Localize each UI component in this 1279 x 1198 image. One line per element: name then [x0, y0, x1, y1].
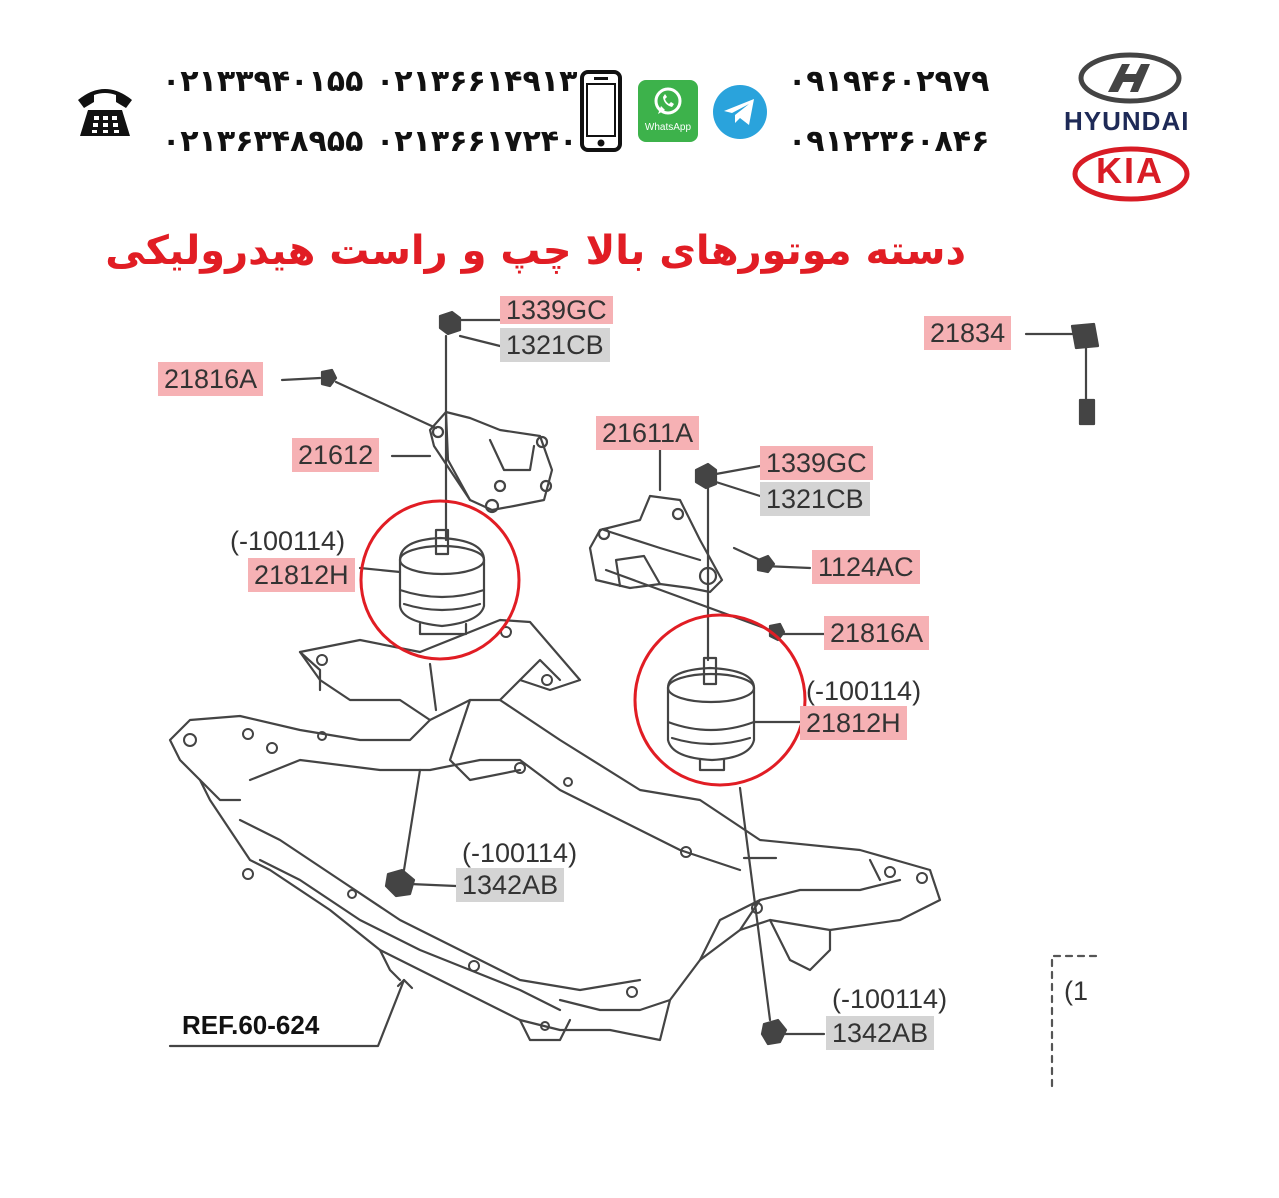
- label-1342ab-left: 1342AB: [456, 868, 565, 902]
- header: ۰۲۱۳۳۹۴۰۱۵۵ ۰۲۱۳۶۶۱۴۹۱۳ ۰۲۱۳۶۳۴۸۹۵۵ ۰۲۱۳…: [0, 0, 1279, 210]
- label-21611a: 21611A: [596, 416, 700, 450]
- fasteners: [320, 310, 1100, 1046]
- page-title: دسته موتورهای بالا چپ و راست هیدرولیکی: [105, 228, 966, 274]
- highlight-circle-left: [359, 499, 521, 661]
- label-100114-right: (-100114): [806, 676, 922, 706]
- hyundai-brand-text: HYUNDAI: [1064, 106, 1190, 136]
- label-100114-bottom-right: (-100114): [832, 984, 948, 1014]
- label-100114-left: (-100114): [230, 526, 346, 556]
- kia-brand-text: KIA: [1096, 150, 1164, 191]
- phone-landline-1[interactable]: ۰۲۱۳۳۹۴۰۱۵۵: [162, 64, 364, 99]
- ref-label: REF.60-624: [182, 1010, 320, 1040]
- mobile-phone-icon: [580, 70, 622, 152]
- label-1339gc-top: 1339GC: [500, 296, 613, 324]
- label-1339gc-right: 1339GC: [760, 446, 873, 480]
- phone-landline-3[interactable]: ۰۲۱۳۶۳۴۸۹۵۵: [162, 124, 364, 159]
- whatsapp-icon[interactable]: WhatsApp: [638, 80, 698, 142]
- mount-right: [666, 656, 756, 772]
- label-1124ac: 1124AC: [812, 550, 920, 584]
- whatsapp-label: WhatsApp: [644, 122, 692, 133]
- label-1321cb-right: 1321CB: [760, 482, 870, 516]
- label-21612: 21612: [292, 438, 380, 472]
- label-100114-bottom-left: (-100114): [462, 838, 578, 868]
- leader-lines: [168, 318, 1088, 1048]
- phone-mobile-1[interactable]: ۰۹۱۹۴۶۰۲۹۷۹: [788, 64, 990, 99]
- hyundai-logo-icon: [1078, 52, 1182, 104]
- highlight-circle-right: [633, 613, 807, 787]
- label-1342ab-right: 1342AB: [826, 1016, 935, 1050]
- telegram-icon[interactable]: [712, 84, 768, 140]
- bracket-21612: [428, 410, 554, 514]
- phone-mobile-2[interactable]: ۰۹۱۲۲۳۶۰۸۴۶: [788, 124, 990, 159]
- mount-left: [398, 528, 486, 636]
- label-21812h-left: 21812H: [248, 558, 355, 592]
- cut-label: (1: [1064, 976, 1089, 1006]
- label-1321cb-top: 1321CB: [500, 328, 610, 362]
- whatsapp-glyph-icon: [654, 87, 682, 115]
- phone-landline-4[interactable]: ۰۲۱۳۶۶۱۷۲۴۰: [376, 124, 578, 159]
- kia-logo-icon: [1072, 146, 1190, 202]
- label-21816a-left: 21816A: [158, 362, 264, 396]
- telephone-icon: [78, 89, 132, 136]
- label-21834: 21834: [924, 316, 1012, 350]
- subframe-outline: [168, 618, 942, 1042]
- label-21812h-right: 21812H: [800, 706, 907, 740]
- bracket-21611a: [588, 494, 724, 594]
- label-21816a-right: 21816A: [824, 616, 930, 650]
- phone-landline-2[interactable]: ۰۲۱۳۶۶۱۴۹۱۳: [376, 64, 578, 99]
